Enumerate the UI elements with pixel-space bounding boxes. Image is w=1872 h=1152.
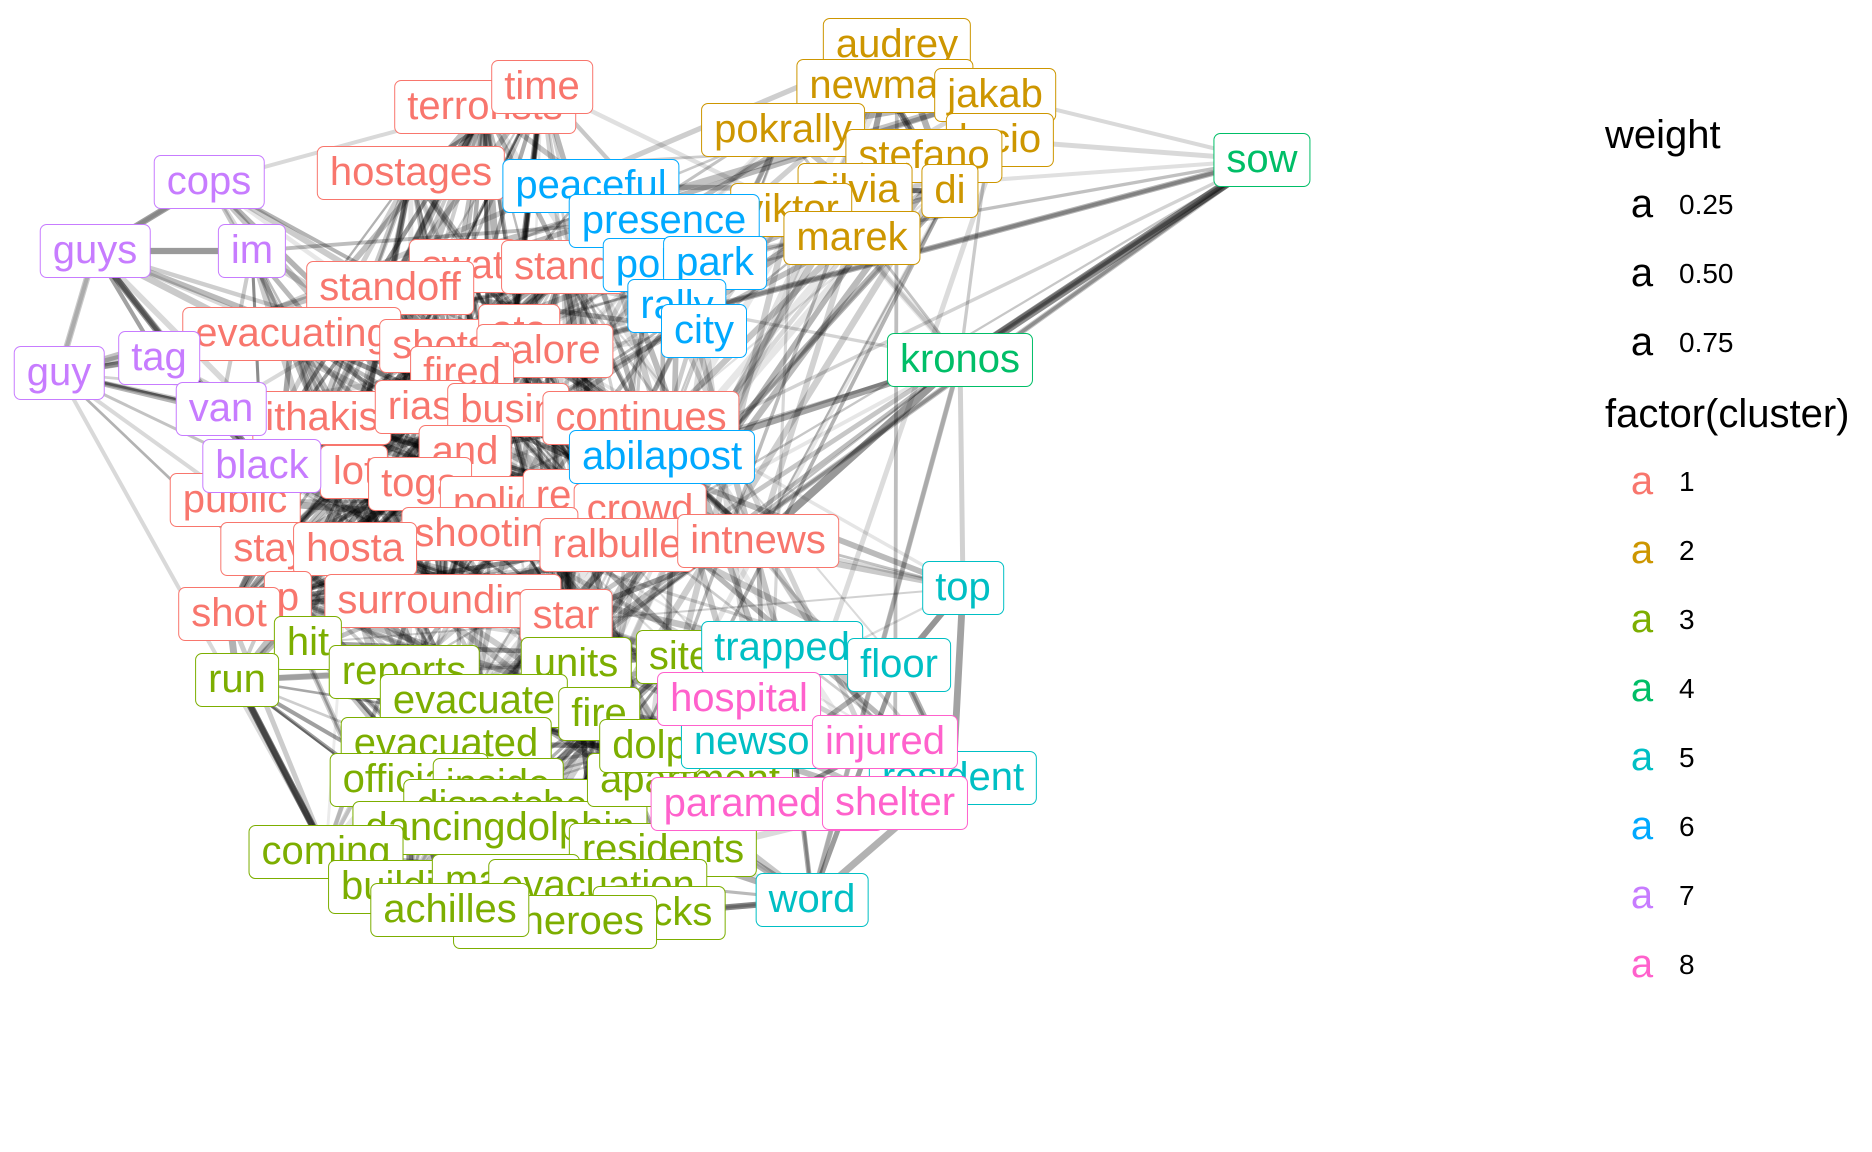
- legend-weight-row: a 0.75: [1605, 308, 1850, 377]
- node-label-black: black: [202, 439, 322, 493]
- node-label-abilapost: abilapost: [568, 430, 756, 484]
- legend-key-cluster: a: [1630, 804, 1654, 848]
- edge: [233, 676, 330, 856]
- node-label-hosta: hosta: [293, 522, 417, 576]
- legend-cluster-value: 2: [1679, 534, 1695, 566]
- legend-cluster-value: 7: [1679, 879, 1695, 911]
- legend-cluster-value: 6: [1679, 810, 1695, 842]
- edge: [957, 357, 966, 591]
- node-label-top: top: [922, 561, 1004, 615]
- legend-key-cluster: a: [1630, 735, 1654, 779]
- node-label-floor: floor: [847, 638, 951, 692]
- legend-title-weight: weight: [1605, 113, 1721, 157]
- legend-cluster-value: 1: [1679, 465, 1695, 497]
- node-label-word: word: [755, 873, 869, 927]
- edge: [754, 356, 964, 545]
- node-label-ralbulle: ralbulle: [539, 518, 695, 572]
- legend-cluster-value: 5: [1679, 741, 1695, 773]
- legend-weight-row: a 0.25: [1605, 170, 1850, 239]
- node-label-sow: sow: [1213, 133, 1311, 187]
- node-label-trapped: trapped: [701, 621, 863, 675]
- edge: [234, 677, 329, 855]
- node-label-cops: cops: [153, 155, 265, 209]
- node-label-injured: injured: [811, 715, 959, 769]
- legend-weight-value: 0.25: [1679, 188, 1734, 220]
- node-label-intnews: intnews: [677, 514, 839, 568]
- node-label-achilles: achilles: [370, 883, 530, 937]
- edge: [958, 158, 1264, 362]
- edge: [306, 586, 965, 645]
- node-label-di: di: [921, 164, 979, 218]
- legend: weight a 0.25 a 0.50 a 0.75 factor(clust…: [1605, 112, 1850, 999]
- node-label-im: im: [217, 224, 287, 278]
- edge: [755, 235, 855, 544]
- legend-key-cluster: a: [1630, 597, 1654, 641]
- node-label-van: van: [175, 382, 267, 436]
- node-label-tag: tag: [118, 331, 200, 385]
- legend-key-cluster: a: [1630, 459, 1654, 503]
- legend-key-cluster: a: [1630, 666, 1654, 710]
- node-label-standoff: standoff: [306, 261, 474, 315]
- node-label-hospital: hospital: [657, 672, 821, 726]
- legend-key-cluster: a: [1630, 873, 1654, 917]
- legend-key-weight: a: [1630, 251, 1654, 295]
- legend-cluster-value: 8: [1679, 948, 1695, 980]
- edge: [234, 677, 329, 855]
- legend-cluster-value: 4: [1679, 672, 1695, 704]
- legend-key-cluster: a: [1630, 528, 1654, 572]
- node-label-marek: marek: [783, 211, 921, 265]
- node-label-kronos: kronos: [886, 333, 1034, 387]
- node-label-evacuating: evacuating: [182, 307, 402, 361]
- node-label-guy: guy: [13, 346, 105, 400]
- node-label-hostages: hostages: [316, 146, 506, 200]
- legend-weight-value: 0.75: [1679, 326, 1734, 358]
- node-label-ithakis: ithakis: [252, 391, 392, 445]
- edge: [233, 676, 330, 856]
- edge: [955, 155, 1267, 365]
- legend-title-cluster: factor(cluster): [1605, 392, 1850, 436]
- node-label-guys: guys: [39, 224, 151, 278]
- node-label-pokrally: pokrally: [701, 103, 865, 157]
- node-label-time: time: [491, 60, 593, 114]
- node-label-star: star: [519, 589, 613, 643]
- node-label-city: city: [661, 304, 747, 358]
- node-label-run: run: [195, 653, 279, 707]
- legend-key-cluster: a: [1630, 942, 1654, 986]
- legend-cluster-value: 3: [1679, 603, 1695, 635]
- node-label-shot: shot: [178, 587, 280, 641]
- legend-weight-row: a 0.50: [1605, 239, 1850, 308]
- node-label-coming: coming: [248, 825, 404, 879]
- node-label-shelter: shelter: [821, 776, 969, 830]
- legend-weight-value: 0.50: [1679, 257, 1734, 289]
- legend-key-weight: a: [1630, 182, 1654, 226]
- legend-key-weight: a: [1630, 320, 1654, 364]
